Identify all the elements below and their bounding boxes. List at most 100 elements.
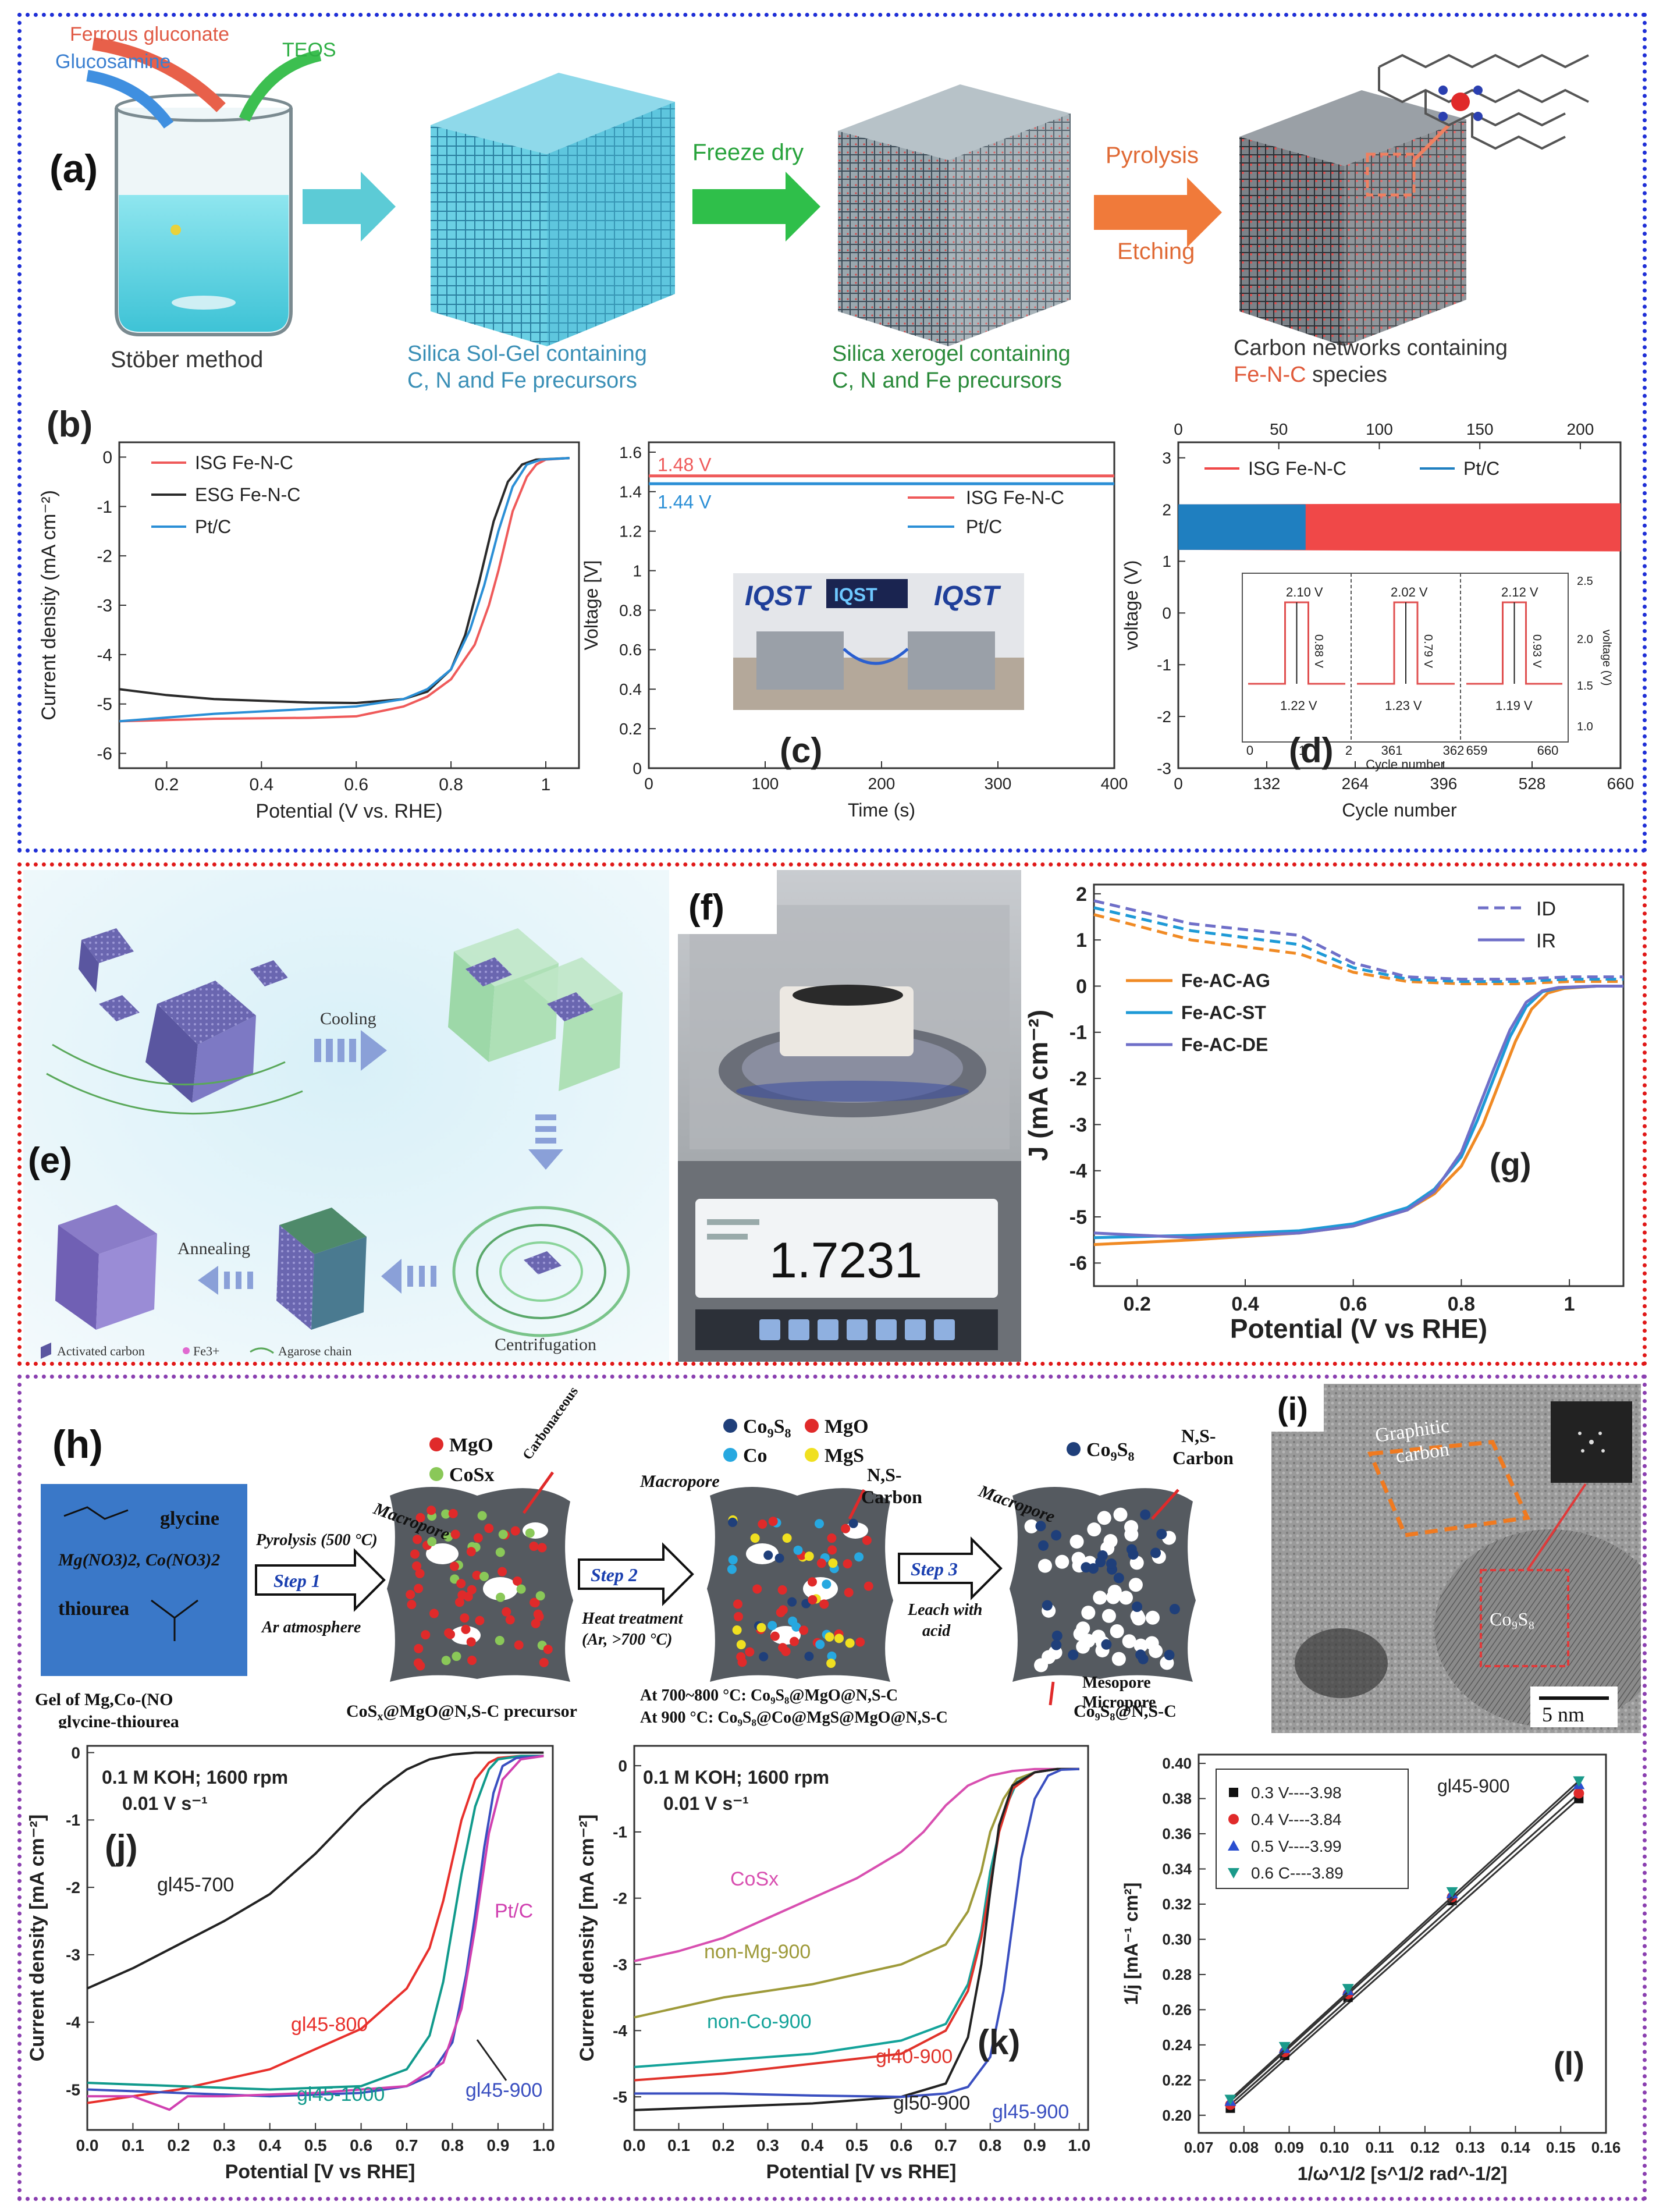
- y-tick-label: -1: [613, 1823, 627, 1841]
- y-tick-label: -2: [1069, 1068, 1087, 1090]
- particle: [539, 1657, 549, 1667]
- step3-below-line1: Leach with: [907, 1601, 982, 1619]
- top-tick-label: 0: [1174, 420, 1183, 438]
- legend-marker: [1229, 1788, 1238, 1797]
- particle: [1051, 1639, 1062, 1650]
- x-tick-label: 528: [1519, 775, 1546, 793]
- carbon-line1: Carbon networks containing: [1234, 336, 1508, 360]
- y-tick-label: 1.6: [619, 443, 642, 461]
- pore: [1111, 1652, 1126, 1666]
- step2-below: Heat treatment (Ar, >700 °C): [581, 1610, 687, 1649]
- particle: [814, 1519, 824, 1529]
- legend-label: ISG Fe-N-C: [1248, 458, 1346, 479]
- particle: [1088, 1563, 1099, 1574]
- particle: [778, 1643, 788, 1653]
- block2-caption-line2: At 900 °C: Co₉S₈@Co@MgS@MgO@N,S-C: [640, 1709, 948, 1727]
- particle: [752, 1584, 762, 1594]
- y-tick-label: 1.2: [619, 523, 642, 541]
- particle: [543, 1645, 553, 1654]
- particle: [496, 1592, 506, 1602]
- y-tick-label: -1: [1069, 1022, 1087, 1044]
- y-tick-label: -3: [613, 1955, 627, 1973]
- plot-frame: [1177, 441, 1622, 769]
- top-tick-label: 200: [1567, 420, 1594, 438]
- particle: [778, 1605, 788, 1615]
- pore: [1024, 1519, 1039, 1533]
- y-tick-label: 0.34: [1162, 1861, 1192, 1878]
- x-tick-label: 0.07: [1184, 2139, 1214, 2156]
- block3-pointer-line1: N,S-: [1181, 1425, 1216, 1446]
- y-tick-label: -5: [1069, 1206, 1087, 1229]
- block2-legend-co9s8: Co9S8: [743, 1416, 791, 1440]
- panel-label: (b): [47, 404, 93, 445]
- block3-pointer: N,S- Carbon: [1172, 1425, 1234, 1468]
- gel-thiourea: thiourea: [58, 1598, 129, 1620]
- pore: [1133, 1638, 1148, 1653]
- panel-e-schematic: Cooling Centrifugation Annealing (e): [23, 870, 669, 1362]
- x-tick-label: 0.8: [439, 775, 463, 794]
- y-tick-label: -2: [613, 1890, 627, 1908]
- y-axis-label: Voltage [V]: [582, 560, 602, 651]
- x-tick-label: 0.4: [801, 2136, 823, 2154]
- carbon-line2: Fe-N-C species: [1234, 363, 1387, 387]
- inset-y-tick: 2.0: [1577, 633, 1593, 646]
- pore: [1091, 1629, 1106, 1644]
- series-label: gl45-800: [291, 2014, 368, 2036]
- particle: [415, 1568, 425, 1578]
- inset-gap-label: 0.79 V: [1422, 634, 1434, 668]
- arrow-glucosamine-icon: [86, 70, 174, 129]
- pore: [1122, 1634, 1136, 1649]
- legend-label: 0.5 V----3.99: [1251, 1837, 1342, 1855]
- particle: [467, 1585, 477, 1595]
- step-caption-carbon: Carbon networks containing Fe-N-C specie…: [1234, 336, 1514, 387]
- scale-reading: 1.7231: [769, 1233, 922, 1288]
- particle: [854, 1552, 864, 1562]
- y-tick-label: -3: [1157, 759, 1171, 777]
- particle: [815, 1639, 825, 1649]
- annotation-conditions: 0.1 M KOH; 1600 rpm: [643, 1767, 829, 1788]
- block1-particles: [406, 1506, 553, 1671]
- x-tick-label: 0.0: [76, 2136, 99, 2154]
- particle: [467, 1656, 477, 1666]
- particle: [1042, 1600, 1053, 1611]
- particle: [516, 1584, 526, 1594]
- particle: [525, 1528, 535, 1538]
- particle: [449, 1561, 459, 1571]
- pore: [1097, 1511, 1111, 1525]
- y-tick-label: 1.4: [619, 483, 642, 501]
- annealing-intermediate-cube: [276, 1208, 367, 1330]
- series-line-gl45-800: [87, 1755, 544, 2104]
- inset-gap-label: 0.93 V: [1530, 634, 1543, 668]
- x-tick-label: 0.4: [1231, 1293, 1259, 1315]
- y-tick-label: 0: [1076, 975, 1087, 997]
- pore: [1101, 1609, 1116, 1623]
- inset-low-label: 1.23 V: [1385, 698, 1422, 713]
- series-label: gl45-700: [157, 1874, 234, 1896]
- fit-line: [1230, 1784, 1580, 2102]
- data-point: [1573, 1776, 1585, 1787]
- series-line-gl45-1000: [87, 1755, 544, 2091]
- panel-f-label: (f): [688, 887, 724, 928]
- block2-caption: At 700~800 °C: Co₉S₈@MgO@N,S-C At 900 °C…: [640, 1686, 948, 1727]
- step1-arrow-icon: [255, 1548, 386, 1612]
- block2-particles: [727, 1515, 873, 1668]
- y-tick-label: 0.26: [1162, 2001, 1192, 2018]
- particle: [1051, 1530, 1062, 1541]
- x-tick-label: 0.6: [1339, 1293, 1367, 1315]
- particle: [412, 1561, 422, 1571]
- x-tick-label: 1: [541, 775, 551, 794]
- series-line-Pt/C: [119, 457, 570, 723]
- particle: [529, 1542, 539, 1551]
- series-line-Fe-AC-DE: [1093, 984, 1623, 1240]
- inset-x-label: Cycle number: [1366, 757, 1445, 772]
- y-tick-label: 0.4: [619, 680, 642, 698]
- particle: [421, 1630, 431, 1640]
- particle: [826, 1659, 836, 1668]
- x-tick-label: 0.3: [213, 2136, 236, 2154]
- inset-y-label: voltage (V): [1600, 630, 1613, 686]
- block1-caption: CoSx@MgO@N,S-C precursor: [346, 1702, 577, 1723]
- inset-x-tick: 1: [1299, 743, 1306, 758]
- particle: [827, 1545, 837, 1555]
